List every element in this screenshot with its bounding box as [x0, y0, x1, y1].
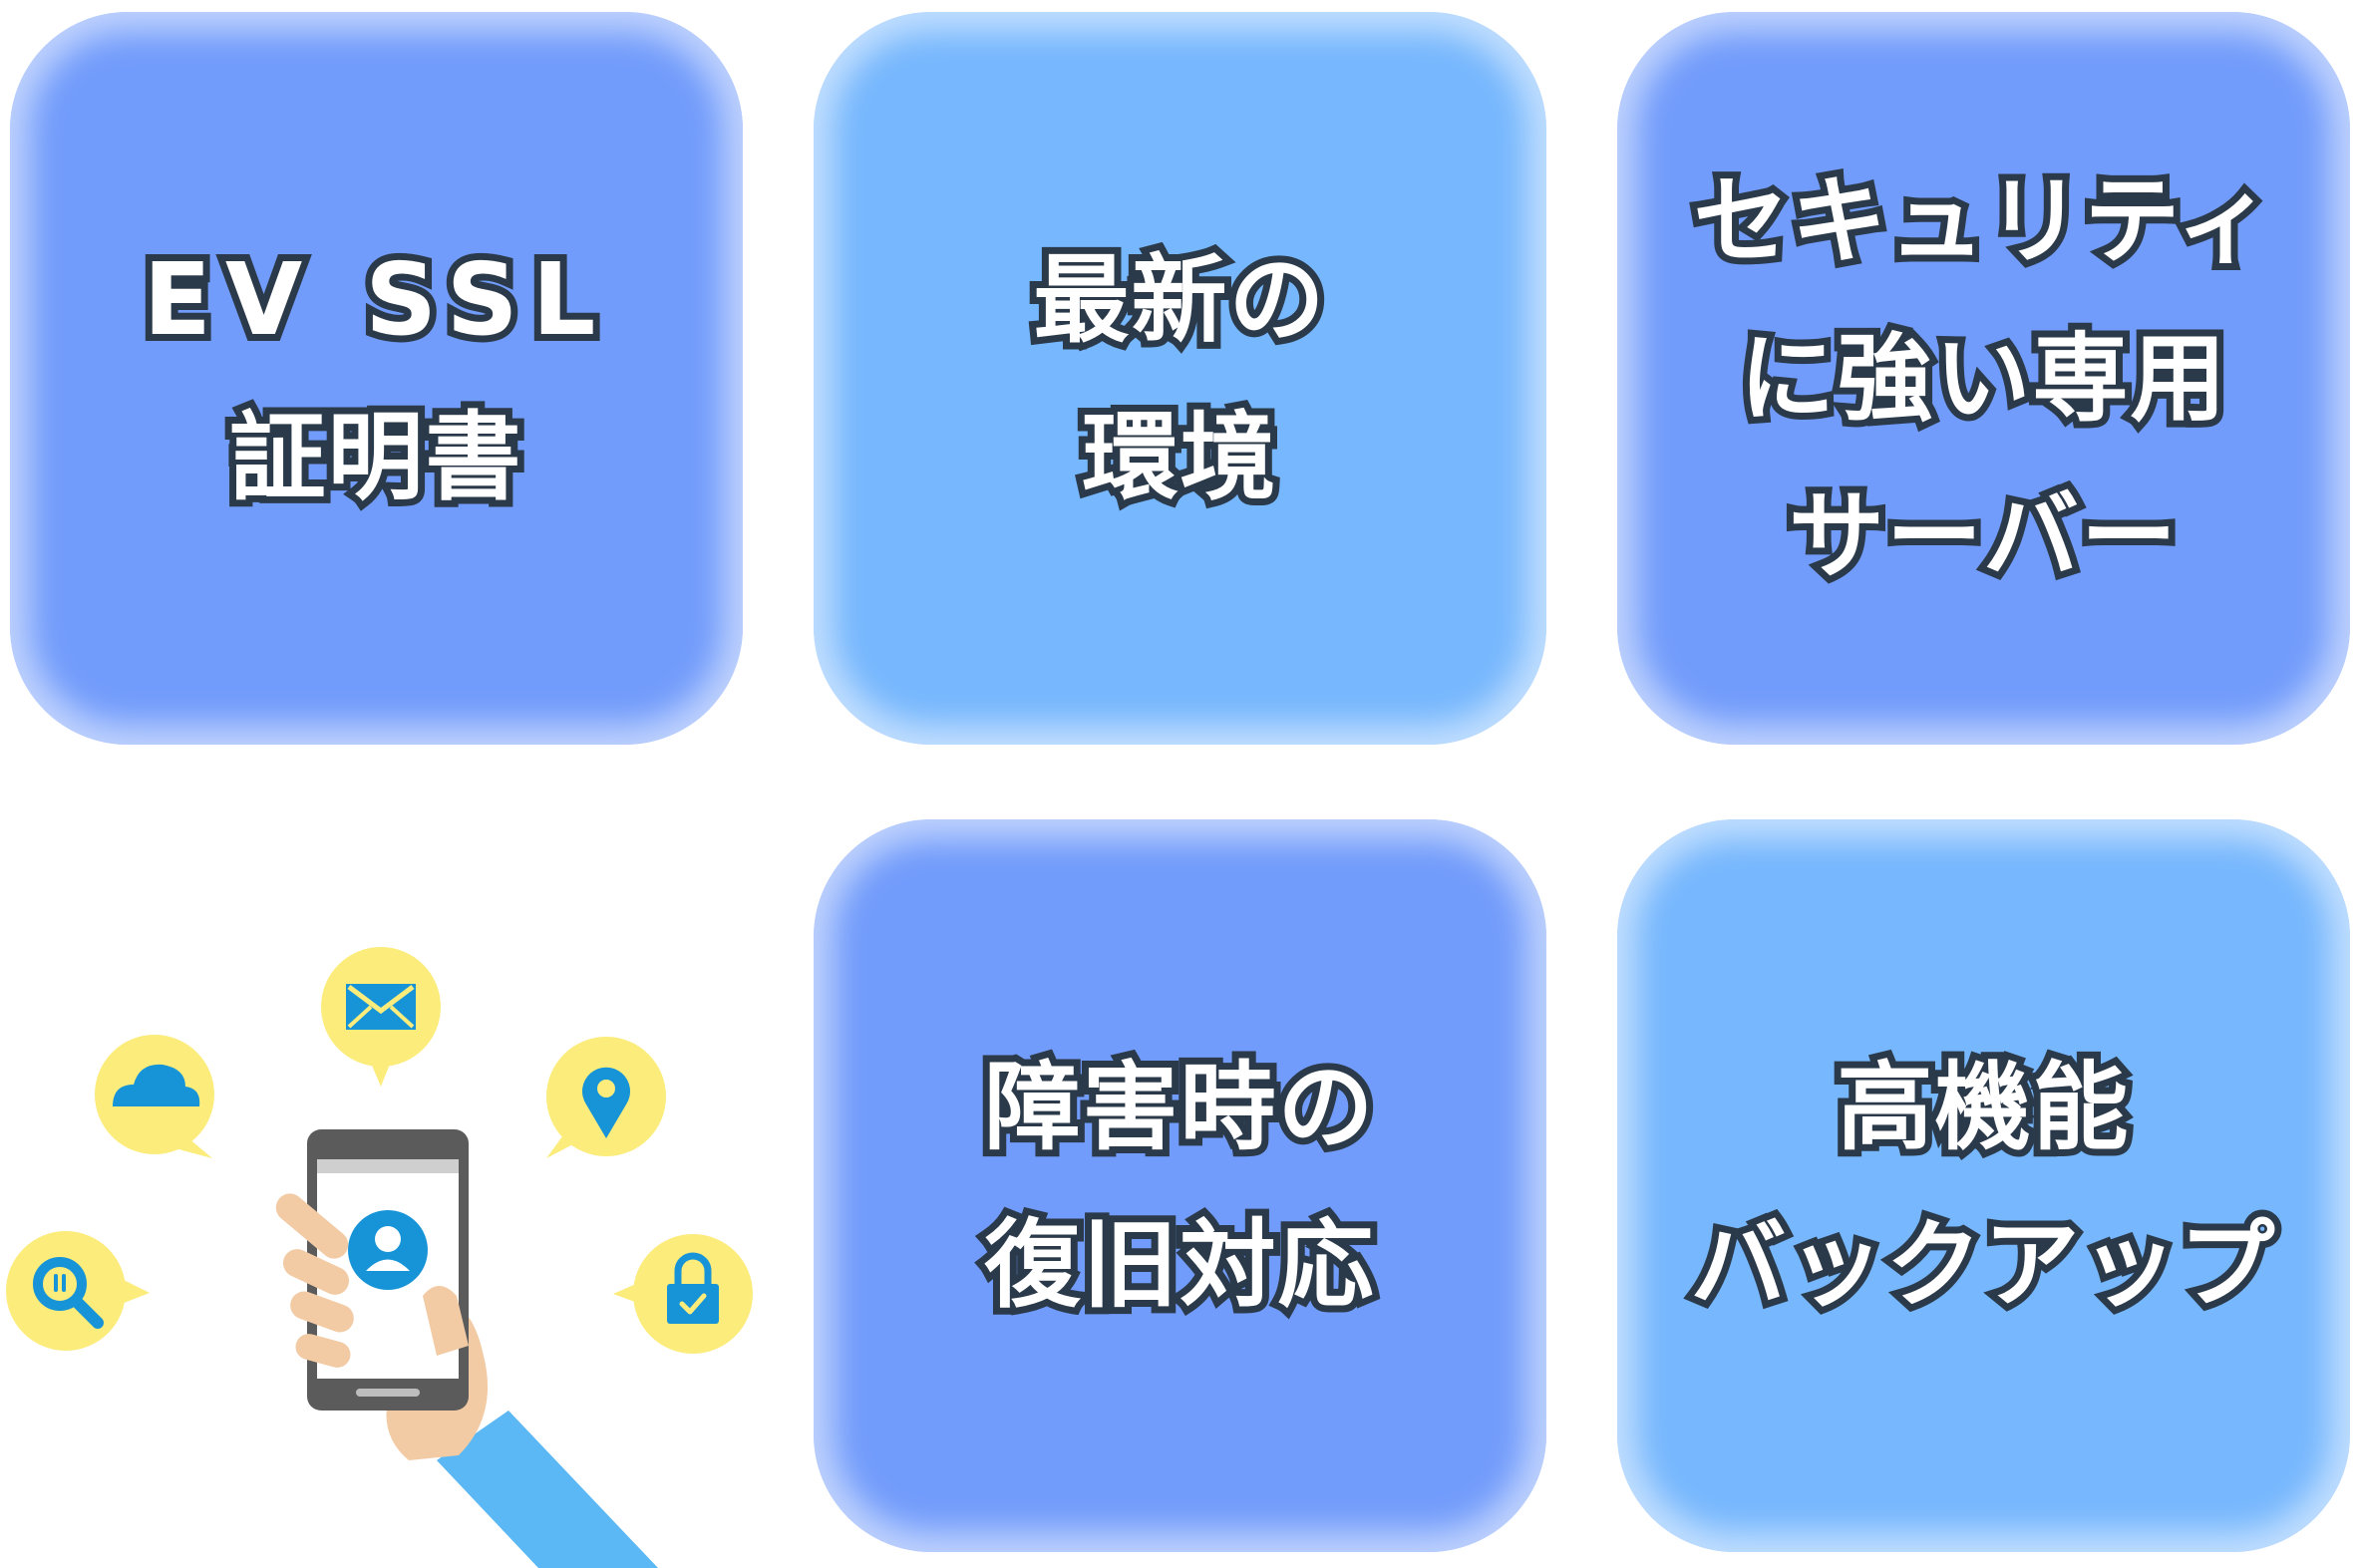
tile-label-line: 障害時の: [978, 1045, 1381, 1170]
search-icon: [6, 1231, 150, 1351]
feature-tile-ev-ssl: EV SSL 証明書: [10, 12, 743, 745]
tile-label-line: 証明書: [223, 395, 528, 520]
smartphone-apps-illustration: [6, 947, 753, 1568]
tile-label-line: に強い専用: [1733, 316, 2233, 442]
tile-label-line: バックアップ: [1684, 1202, 2282, 1328]
feature-tile-security-server: セキュリティ に強い専用 サーバー: [1617, 12, 2350, 745]
cloud-icon: [95, 1035, 214, 1158]
tile-label-line: 高機能: [1831, 1045, 2136, 1170]
feature-tile-high-function-backup: 高機能 バックアップ: [1617, 819, 2350, 1552]
tile-label-line: 環境: [1076, 395, 1283, 520]
tile-label-line: EV SSL: [137, 234, 610, 365]
lock-icon: [613, 1234, 753, 1354]
tile-label-line: セキュリティ: [1686, 158, 2278, 284]
feature-tile-latest-environment: 最新の 環境: [814, 12, 1546, 745]
tile-label-line: 最新の: [1027, 237, 1332, 363]
location-pin-icon: [546, 1037, 666, 1158]
user-icon: [348, 1210, 428, 1290]
tile-label-line: サーバー: [1782, 473, 2184, 599]
mail-icon: [321, 947, 441, 1087]
tile-label-line: 復旧対応: [978, 1202, 1381, 1328]
feature-tile-failure-recovery: 障害時の 復旧対応: [814, 819, 1546, 1552]
fingers: [275, 1193, 469, 1368]
